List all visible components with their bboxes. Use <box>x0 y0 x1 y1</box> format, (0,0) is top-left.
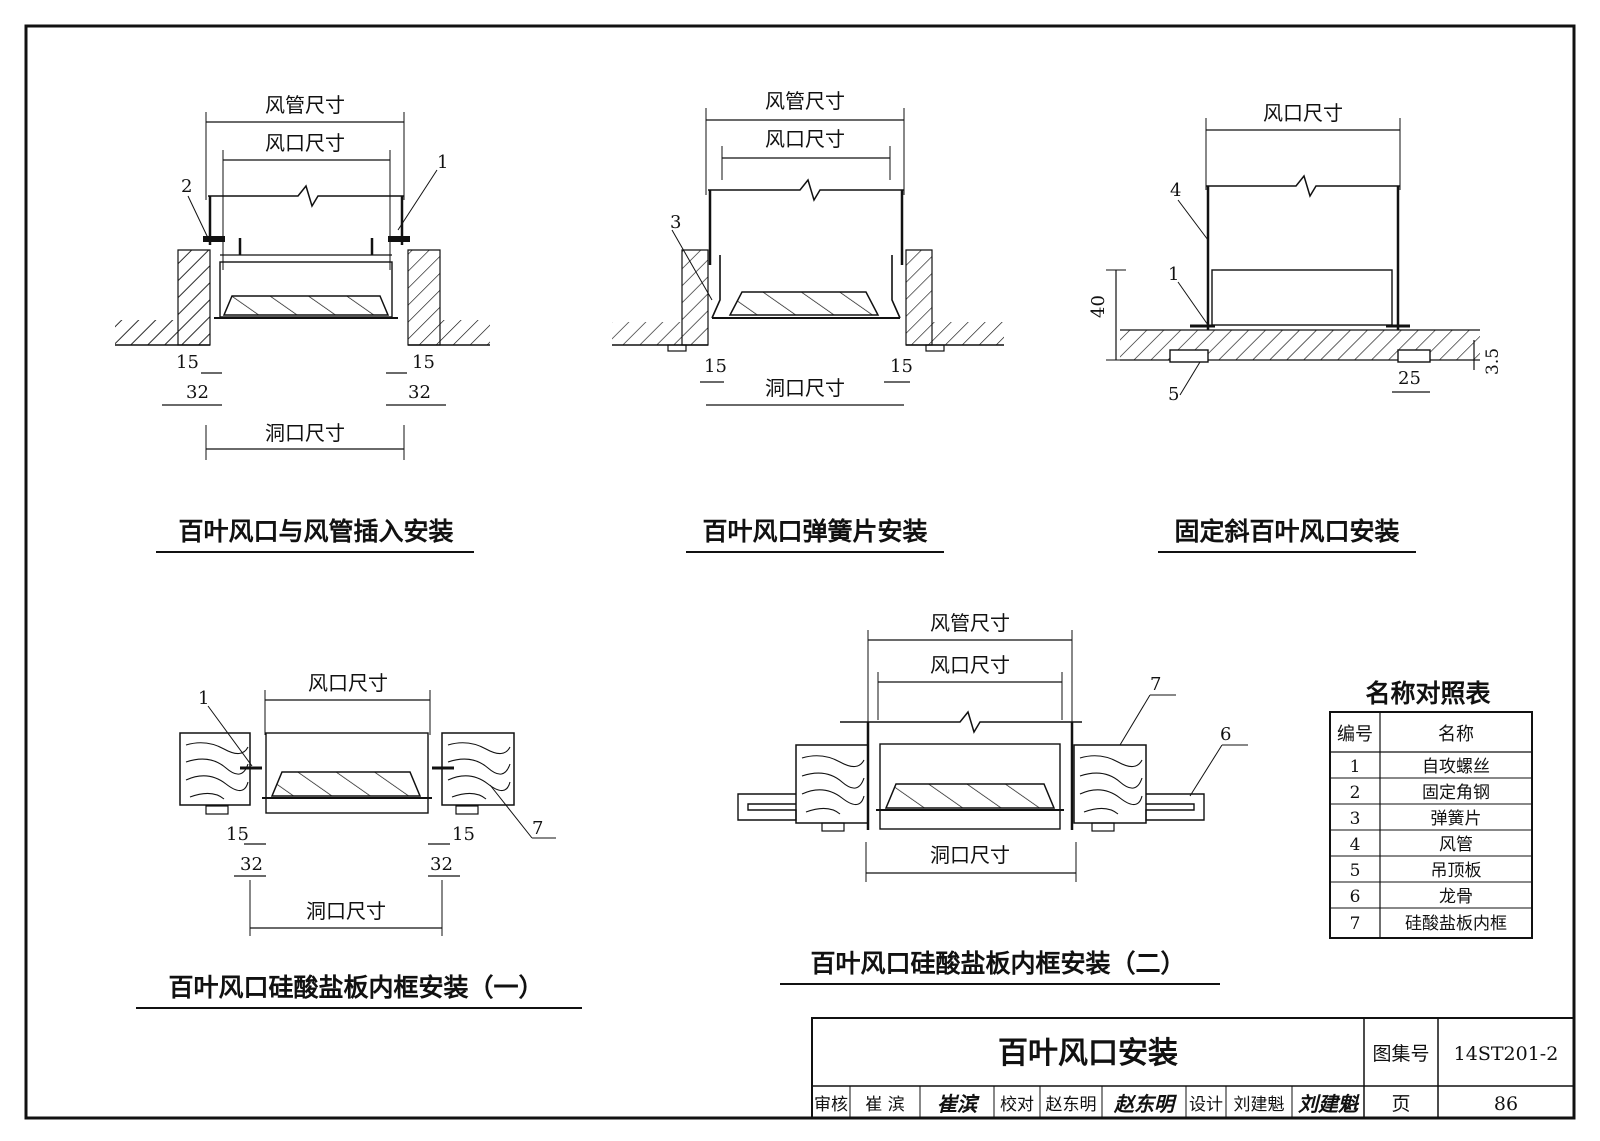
callout-1-fig3: 1 <box>1168 264 1179 285</box>
legend-row-name: 风管 <box>1439 835 1473 855</box>
opening-size-label-fig2: 洞口尺寸 <box>765 376 845 400</box>
dim-15-right: 15 <box>412 352 435 373</box>
grille-blades-fig4 <box>270 771 422 797</box>
callout-1-fig1: 1 <box>437 152 448 173</box>
spring-clip-right <box>891 255 901 319</box>
ceiling-board-clip-right <box>1397 349 1431 363</box>
dim-15-left: 15 <box>176 352 199 373</box>
keel-right <box>1145 793 1205 821</box>
dim-40: 40 <box>1088 295 1109 318</box>
legend-row-name: 固定角钢 <box>1422 783 1490 803</box>
atlas-number: 14ST201-2 <box>1454 1043 1559 1065</box>
legend-row-name: 吊顶板 <box>1431 861 1482 881</box>
callout-7-fig4: 7 <box>532 818 543 839</box>
legend-row-name: 硅酸盐板内框 <box>1405 914 1507 934</box>
dim-15-left-fig2: 15 <box>704 356 727 377</box>
figure-2-spring-clip: 风管尺寸 风口尺寸 3 15 15 洞口尺寸 百叶风口弹簧片安装 <box>612 89 1004 553</box>
callout-4: 4 <box>1170 180 1181 201</box>
reviewer-signature: 崔滨 <box>937 1092 980 1116</box>
legend-title: 名称对照表 <box>1365 679 1491 708</box>
dim-32-right-fig4: 32 <box>430 854 453 875</box>
checker-signature: 赵东明 <box>1113 1092 1178 1116</box>
keel-left <box>737 793 797 821</box>
dim-15-left-fig4: 15 <box>226 824 249 845</box>
callout-2: 2 <box>181 176 192 197</box>
opening-size-label-fig5: 洞口尺寸 <box>930 843 1010 867</box>
designer-signature: 刘建魁 <box>1298 1092 1360 1116</box>
dim-32-left: 32 <box>186 382 209 403</box>
drawing-title: 百叶风口安装 <box>998 1036 1178 1071</box>
legend-row-name: 龙骨 <box>1439 887 1473 907</box>
legend-row-no: 6 <box>1350 887 1361 907</box>
drawing-frame <box>24 24 1576 1120</box>
legend-header-no: 编号 <box>1337 724 1373 745</box>
angle-steel-left <box>203 236 225 242</box>
wall-right <box>407 249 441 346</box>
dim-32-right: 32 <box>408 382 431 403</box>
outlet-size-label-fig2: 风口尺寸 <box>765 127 845 151</box>
legend-row-no: 4 <box>1350 835 1361 855</box>
dim-25: 25 <box>1398 368 1421 389</box>
reviewer-name: 崔 滨 <box>865 1095 904 1115</box>
page-number: 86 <box>1494 1093 1518 1115</box>
callout-7-fig5: 7 <box>1150 674 1161 695</box>
wall-left <box>177 249 211 346</box>
wall-right-fig2 <box>905 249 933 346</box>
opening-size-label-fig4: 洞口尺寸 <box>306 899 386 923</box>
review-label: 审核 <box>814 1095 848 1115</box>
legend-row-name: 弹簧片 <box>1431 809 1482 829</box>
check-label: 校对 <box>1000 1095 1034 1115</box>
legend-row-no: 2 <box>1350 783 1361 803</box>
checker-name: 赵东明 <box>1046 1095 1097 1115</box>
legend-row-no: 1 <box>1350 757 1361 777</box>
opening-size-label-fig1: 洞口尺寸 <box>265 421 345 445</box>
grille-blades-fig5 <box>884 783 1056 809</box>
title-block: 百叶风口安装 图集号 14ST201-2 页 86 审核 崔 滨 崔滨 校对 赵… <box>811 1017 1575 1119</box>
grille-blades <box>222 295 390 316</box>
duct-break-line <box>208 184 404 208</box>
callout-3: 3 <box>670 212 681 233</box>
callout-5: 5 <box>1168 384 1179 405</box>
dim-3-5: 3.5 <box>1483 348 1503 375</box>
legend-row-no: 3 <box>1350 809 1361 829</box>
designer-name: 刘建魁 <box>1234 1095 1285 1115</box>
outlet-size-label-fig5: 风口尺寸 <box>930 653 1010 677</box>
atlas-label: 图集号 <box>1372 1043 1429 1065</box>
figure-3-title: 固定斜百叶风口安装 <box>1174 517 1399 546</box>
design-label: 设计 <box>1189 1095 1223 1115</box>
outlet-size-label-fig3: 风口尺寸 <box>1263 101 1343 125</box>
figure-3-fixed-slant: 风口尺寸 4 1 5 40 25 3.5 固定斜百叶风口安装 <box>1088 101 1503 553</box>
ceiling-board-clip-left <box>1169 349 1209 363</box>
figure-1-duct-insert: 风管尺寸 风口尺寸 2 1 15 15 <box>115 93 490 553</box>
page-label: 页 <box>1391 1093 1410 1115</box>
duct-size-label-fig2: 风管尺寸 <box>765 89 845 113</box>
figure-4-title: 百叶风口硅酸盐板内框安装（一） <box>168 973 543 1002</box>
angle-steel-right <box>388 236 410 242</box>
grille-blades-fig2 <box>728 291 880 316</box>
legend-header-name: 名称 <box>1438 724 1474 745</box>
outlet-size-label: 风口尺寸 <box>265 131 345 155</box>
callout-6: 6 <box>1220 724 1231 745</box>
figure-5-title: 百叶风口硅酸盐板内框安装（二） <box>810 949 1185 978</box>
wall-left-fig2 <box>681 249 709 346</box>
duct-size-label-fig5: 风管尺寸 <box>930 611 1010 635</box>
figure-1-title: 百叶风口与风管插入安装 <box>178 517 453 546</box>
outlet-size-label-fig4: 风口尺寸 <box>308 671 388 695</box>
duct-size-label: 风管尺寸 <box>265 93 345 117</box>
legend-row-no: 7 <box>1350 914 1361 934</box>
figure-5-silicate-frame-2: 风管尺寸 风口尺寸 7 6 洞口尺寸 百叶风口硅酸盐板内框安装（二） <box>737 611 1248 985</box>
dim-15-right-fig4: 15 <box>452 824 475 845</box>
legend-row-no: 5 <box>1350 861 1361 881</box>
dim-32-left-fig4: 32 <box>240 854 263 875</box>
dim-15-right-fig2: 15 <box>890 356 913 377</box>
figure-2-title: 百叶风口弹簧片安装 <box>702 517 927 546</box>
legend-row-name: 自攻螺丝 <box>1422 757 1490 777</box>
spring-clip-left <box>711 255 721 319</box>
figure-4-silicate-frame-1: 风口尺寸 1 7 15 15 32 32 洞口尺寸 百叶风口硅酸盐板内框安装（一… <box>136 671 582 1009</box>
legend-table: 名称对照表 编号 名称 1 自攻螺丝 2 固定角钢 3 弹簧片 4 风管 5 吊… <box>1329 679 1533 939</box>
callout-1-fig4: 1 <box>198 688 209 709</box>
